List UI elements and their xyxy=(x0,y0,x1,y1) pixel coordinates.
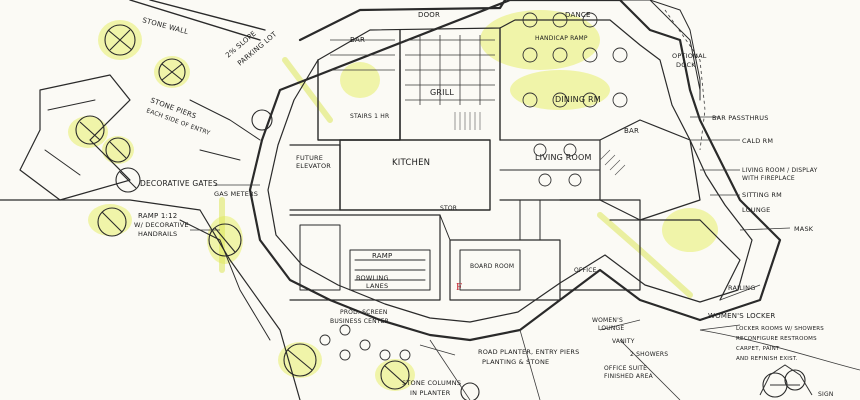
label-lanes: LANES xyxy=(366,282,388,290)
leader-lines xyxy=(190,116,791,356)
dining-tables xyxy=(330,35,495,105)
label-stone-columns: STONE COLUMNS xyxy=(402,379,461,387)
plan-labels: STONE WALL 2% SLOPE PARKING LOT STONE PI… xyxy=(134,11,834,398)
label-board-room: BOARD ROOM xyxy=(470,263,514,270)
label-locker-note-1: LOCKER ROOMS W/ SHOWERS xyxy=(736,326,824,332)
label-dining-rm: DINING RM xyxy=(555,95,601,104)
label-handicap-ramp: HANDICAP RAMP xyxy=(535,35,588,42)
building-walls xyxy=(248,0,782,342)
label-sign: SIGN xyxy=(818,391,834,398)
label-living-desc-2: WITH FIREPLACE xyxy=(742,175,795,182)
stairs-hatch xyxy=(454,112,626,176)
label-locker-note-2: RECONFIGURE RESTROOMS xyxy=(736,336,817,342)
label-bar-top: BAR xyxy=(350,36,365,44)
label-bar-passthrus: BAR PASSTHRUS xyxy=(712,114,769,122)
label-railing: RAILING xyxy=(728,284,755,292)
label-ramp-left-3: HANDRAILS xyxy=(138,230,177,238)
label-bar-right: BAR xyxy=(624,127,639,135)
label-womens-lounge-2: LOUNGE xyxy=(598,325,624,332)
label-road-planter: ROAD PLANTER, ENTRY PIERS xyxy=(478,348,579,356)
entry-mark: F xyxy=(456,281,462,293)
label-locker-note-4: AND REFINISH EXIST. xyxy=(736,356,798,362)
label-bowling: BOWLING xyxy=(356,274,389,282)
label-stone-columns-2: IN PLANTER xyxy=(410,389,451,397)
label-lounge: LOUNGE xyxy=(742,206,770,214)
label-gas-meters: GAS METERS xyxy=(214,190,258,198)
label-stor: STOR xyxy=(440,205,457,212)
label-locker-note-3: CARPET, PAINT xyxy=(736,346,780,352)
sign-sketch xyxy=(759,364,813,396)
label-future: FUTURE xyxy=(296,154,323,162)
label-womens-locker: WOMEN'S LOCKER xyxy=(708,312,775,320)
label-stone-wall: STONE WALL xyxy=(141,16,189,36)
label-mask: MASK xyxy=(794,225,814,233)
label-kitchen: KITCHEN xyxy=(392,158,430,168)
label-dance: DANCE xyxy=(565,11,591,19)
label-elevator: ELEVATOR xyxy=(296,162,331,170)
label-cald-rm: CALD RM xyxy=(742,137,773,145)
label-decorative-gates: DECORATIVE GATES xyxy=(140,179,218,188)
label-prod-screen: PROD. SCREEN xyxy=(340,309,388,316)
label-door: DOOR xyxy=(418,11,440,19)
optional-dock-outline xyxy=(664,9,706,151)
label-dock: DOCK xyxy=(676,61,696,69)
round-tables xyxy=(319,12,628,361)
label-business-center: BUSINESS CENTER xyxy=(330,318,389,325)
label-office: OFFICE xyxy=(574,267,597,274)
label-vanity: VANITY xyxy=(612,338,635,345)
label-stairs: STAIRS 1 HR xyxy=(350,113,389,120)
label-ramp-left: RAMP 1:12 xyxy=(138,212,177,220)
label-ramp-center: RAMP xyxy=(372,252,392,260)
label-living-room: LIVING ROOM xyxy=(535,153,592,162)
label-womens-lounge: WOMEN'S xyxy=(592,317,623,324)
label-grill: GRILL xyxy=(430,88,454,97)
label-showers: 2 SHOWERS xyxy=(630,351,668,358)
label-optional: OPTIONAL xyxy=(672,52,707,60)
label-road-planter-2: PLANTING & STONE xyxy=(482,358,549,366)
label-living-desc: LIVING ROOM / DISPLAY xyxy=(742,167,818,174)
interior-partitions xyxy=(289,27,741,301)
label-office-suite-2: FINISHED AREA xyxy=(604,373,654,380)
label-sitting-rm: SITTING RM xyxy=(742,191,782,199)
label-office-suite: OFFICE SUITE xyxy=(604,365,647,372)
label-ramp-left-2: W/ DECORATIVE xyxy=(134,221,189,229)
